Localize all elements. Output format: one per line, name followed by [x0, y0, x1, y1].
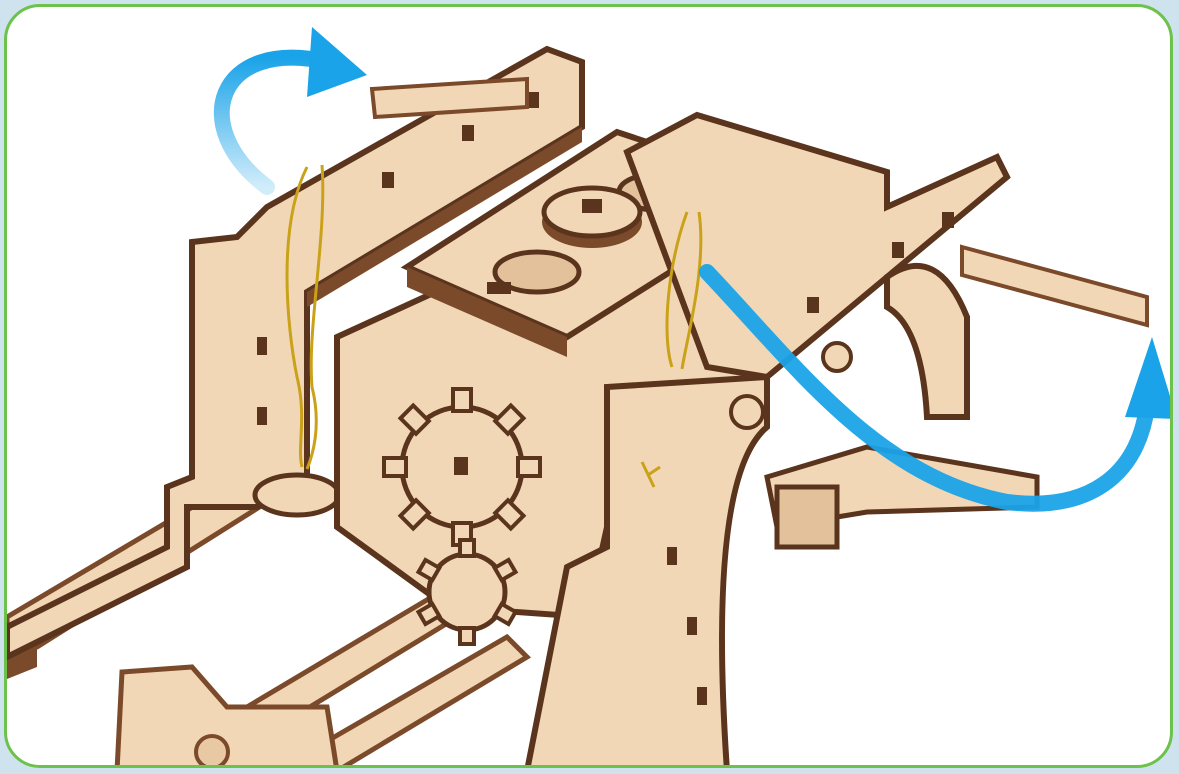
assembly-illustration: [7, 7, 1173, 768]
right-axle: [962, 247, 1147, 325]
left-hinge-tab: [255, 475, 339, 515]
top-knob: [542, 188, 642, 248]
large-gear-icon: [384, 389, 540, 545]
illustration-frame: [4, 4, 1173, 768]
